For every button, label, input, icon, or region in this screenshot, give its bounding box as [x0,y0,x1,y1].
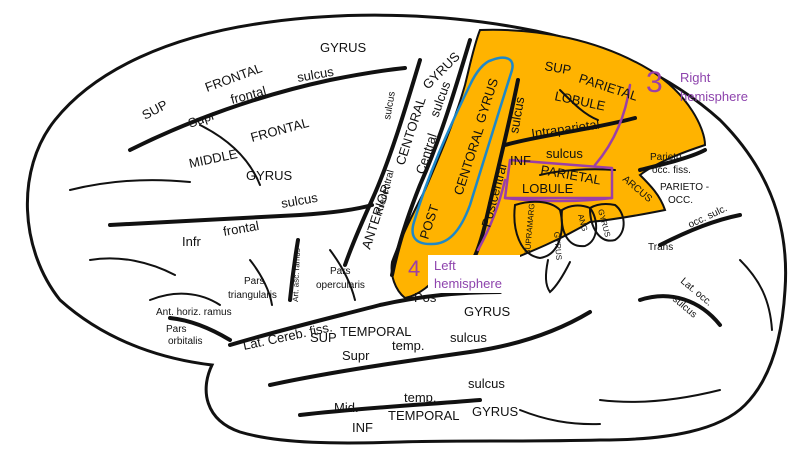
label-supr-temp-2: temp. [392,338,425,353]
label-mid-temp-2: temp. [404,390,437,405]
label-supramarginal-gyrus: GYRUS [552,231,563,260]
label-pars-orbitalis: Pars [166,324,187,335]
label-inf-parietal: INF [510,153,531,168]
label-supr-frontal-3: sulcus [296,64,335,85]
label-sup-temporal: SUP [310,330,337,345]
label-ant-horiz-ramus: Ant. horiz. ramus [156,307,232,318]
label-parieto-occ-2: OCC. [668,195,693,206]
label-post: Pos [414,290,437,305]
label-pars-triangularis: Pars [244,276,265,287]
label-inf-temporal: INF [352,420,373,435]
label-mid-temp: Mid. [334,400,359,415]
annotation-strokes [476,83,632,252]
label-inf-temporal-3: GYRUS [472,404,519,419]
label-parieto-occ: PARIETO - [660,182,709,193]
label-supr-temp-3: sulcus [450,330,487,345]
label-pars-triangularis-2: triangularis [228,290,277,301]
left-hemisphere-label-2: hemisphere [434,276,502,291]
label-postcentral-sulcus-2: sulcus [506,95,527,134]
label-pars-opercularis: Pars [330,266,351,277]
sulci [108,38,742,417]
postcentral-highlight [411,56,514,246]
label-sup-temporal-2: TEMPORAL [340,324,412,339]
label-infr-frontal: Infr [182,234,201,249]
label-trans-occ: Trans [648,242,673,253]
label-sup-parietal: SUP [543,58,572,77]
right-hemisphere-label-2: hemisphere [680,89,748,104]
label-parieto-occ-fiss-2: occ. fiss. [652,165,691,176]
label-supr-temp: Supr [342,348,370,363]
label-pars-orbitalis-2: orbitalis [168,336,202,347]
hand-drawn-loops [513,200,625,294]
label-sup-temporal-3: GYRUS [464,304,511,319]
label-angular: ANG [576,213,589,232]
right-hemisphere-label: Right [680,70,711,85]
label-infr-frontal-3: sulcus [280,190,319,211]
label-middle-frontal-3: GYRUS [246,168,293,183]
label-inf-parietal-3: LOBULE [522,181,574,196]
label-parieto-occ-fiss: Parieto [650,152,682,163]
mark-left: 4 [408,256,420,281]
label-intraparietal-2: sulcus [546,146,583,161]
label-inf-temporal-2: TEMPORAL [388,408,460,423]
label-infr-frontal-2: frontal [222,218,260,239]
label-pars-opercularis-2: opercularis [316,280,365,291]
left-hemisphere-label: Left [434,258,456,273]
left-hemisphere-box [428,255,520,293]
gyral-detail [69,89,773,426]
label-sup-frontal-gyrus-3: GYRUS [320,40,367,55]
label-precentral-sulcus-2: sulcus [382,91,398,121]
label-supramarginal: SUPRAMARG [523,203,536,255]
mark-right: 3 [646,66,663,99]
label-art-asc-ramus: Art. asc. ramus [291,248,302,302]
label-mid-temp-3: sulcus [468,376,505,391]
